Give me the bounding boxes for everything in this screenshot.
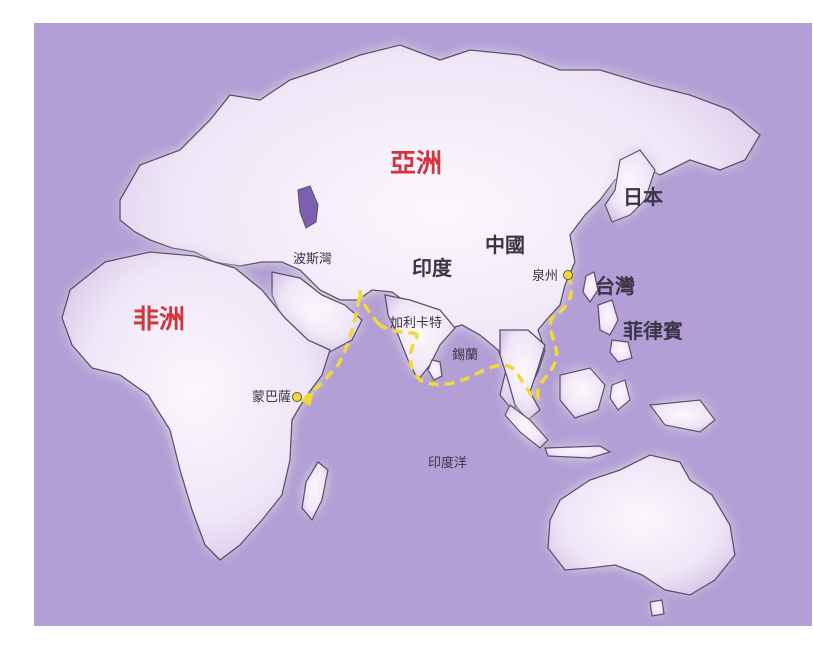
label-mombasa: 蒙巴薩 [252,390,291,405]
voyage-route [292,270,574,406]
landmass-taiwan [582,271,599,304]
label-persian-gulf: 波斯灣 [293,252,332,267]
landmass-australia [547,454,736,617]
route-line-calicut-mombasa [303,289,382,400]
route-arrow-icon [300,392,314,406]
label-india: 印度 [412,256,453,280]
port-dot-icon [563,270,573,280]
label-philippines: 菲律賓 [623,319,683,343]
label-ceylon: 錫蘭 [452,347,478,363]
label-china: 中國 [485,233,525,257]
route-line-quanzhou-ceylon [408,274,574,400]
label-indian-ocean: 印度洋 [428,455,467,471]
label-quanzhou: 泉州 [532,268,558,284]
landmass-japan [604,149,656,223]
label-africa: 非洲 [133,305,185,335]
landmass-philippines [597,299,633,363]
label-taiwan: 台灣 [595,274,635,298]
route-line-ceylon-calicut [379,323,419,337]
landmass-indonesia [504,367,716,459]
label-japan: 日本 [623,185,663,209]
caspian-sea [297,185,319,229]
landmass-ceylon [427,359,443,381]
port-dot-icon [292,392,302,402]
landmass-africa [61,251,331,561]
map-border [32,21,813,628]
label-asia: 亞洲 [390,149,442,179]
landmass-eurasia [119,44,761,421]
label-calicut: 加利卡特 [390,316,442,331]
